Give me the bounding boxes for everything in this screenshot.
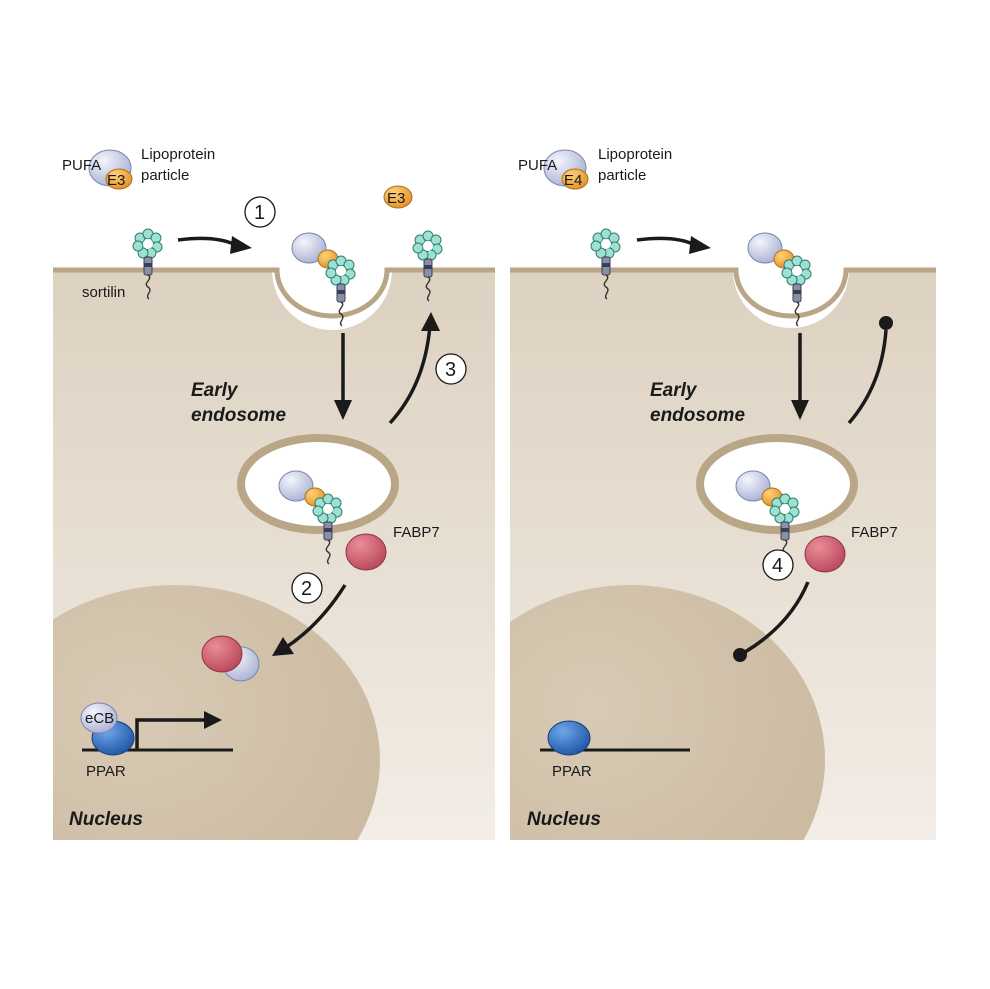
right-endosome-label-2: endosome <box>650 405 745 426</box>
svg-text:4: 4 <box>772 555 783 577</box>
free-apoe3-label: E3 <box>387 190 405 207</box>
step-2-marker: 2 <box>291 572 323 604</box>
left-endosome-label-2: endosome <box>191 405 286 426</box>
right-endosome-label-1: Early <box>650 380 698 401</box>
right-nucleus <box>510 585 825 840</box>
right-fabp7-label: FABP7 <box>851 524 898 541</box>
right-early-endosome <box>696 434 858 534</box>
right-nucleus-label: Nucleus <box>527 809 601 830</box>
svg-text:3: 3 <box>445 359 456 381</box>
right-apoe-legend-label: E4 <box>564 172 582 189</box>
right-membrane <box>510 267 936 319</box>
left-ppar-label: PPAR <box>86 763 126 780</box>
right-legend-particle <box>543 149 589 190</box>
left-panel: PUFA E3 Lipoprotein particle E3 sortilin… <box>53 146 495 840</box>
left-endosome-label-1: Early <box>191 380 239 401</box>
ecb-label: eCB <box>85 710 114 727</box>
step-1-marker: 1 <box>244 196 276 228</box>
right-particle-label-1: Lipoprotein <box>598 146 672 163</box>
svg-text:2: 2 <box>301 578 312 600</box>
left-early-endosome <box>237 434 399 534</box>
left-nucleus <box>53 585 380 840</box>
left-bound-complex-pit <box>292 233 355 326</box>
left-fabp7-label: FABP7 <box>393 524 440 541</box>
right-ppar-label: PPAR <box>552 763 592 780</box>
left-apoe-legend-label: E3 <box>107 172 125 189</box>
svg-text:1: 1 <box>254 202 265 224</box>
right-panel: PUFA E4 Lipoprotein particle Early endos… <box>510 146 936 840</box>
blocked-recycling-end <box>879 316 893 330</box>
ecb-ligand <box>80 702 118 734</box>
right-particle-label-2: particle <box>598 167 646 184</box>
right-bound-complex-pit <box>748 233 811 326</box>
left-particle-label-2: particle <box>141 167 189 184</box>
transcription-arrow <box>135 718 207 750</box>
left-legend-particle <box>88 149 133 190</box>
left-pufa-label: PUFA <box>62 157 101 174</box>
right-fabp7 <box>804 535 846 573</box>
sortilin-label: sortilin <box>82 284 125 301</box>
left-membrane <box>53 267 495 319</box>
right-pufa-label: PUFA <box>518 157 557 174</box>
left-fabp7 <box>345 533 387 571</box>
left-particle-label-1: Lipoprotein <box>141 146 215 163</box>
step-3-marker: 3 <box>435 353 467 385</box>
right-ppar <box>547 720 591 756</box>
left-nucleus-label: Nucleus <box>69 809 143 830</box>
fabp7-ligand-complex <box>201 635 260 682</box>
blocked-nuclear-entry-end <box>733 648 747 662</box>
step-4-marker: 4 <box>762 549 794 581</box>
free-apoe3 <box>383 185 413 209</box>
right-arrows <box>636 236 888 654</box>
left-arrows <box>177 236 432 650</box>
